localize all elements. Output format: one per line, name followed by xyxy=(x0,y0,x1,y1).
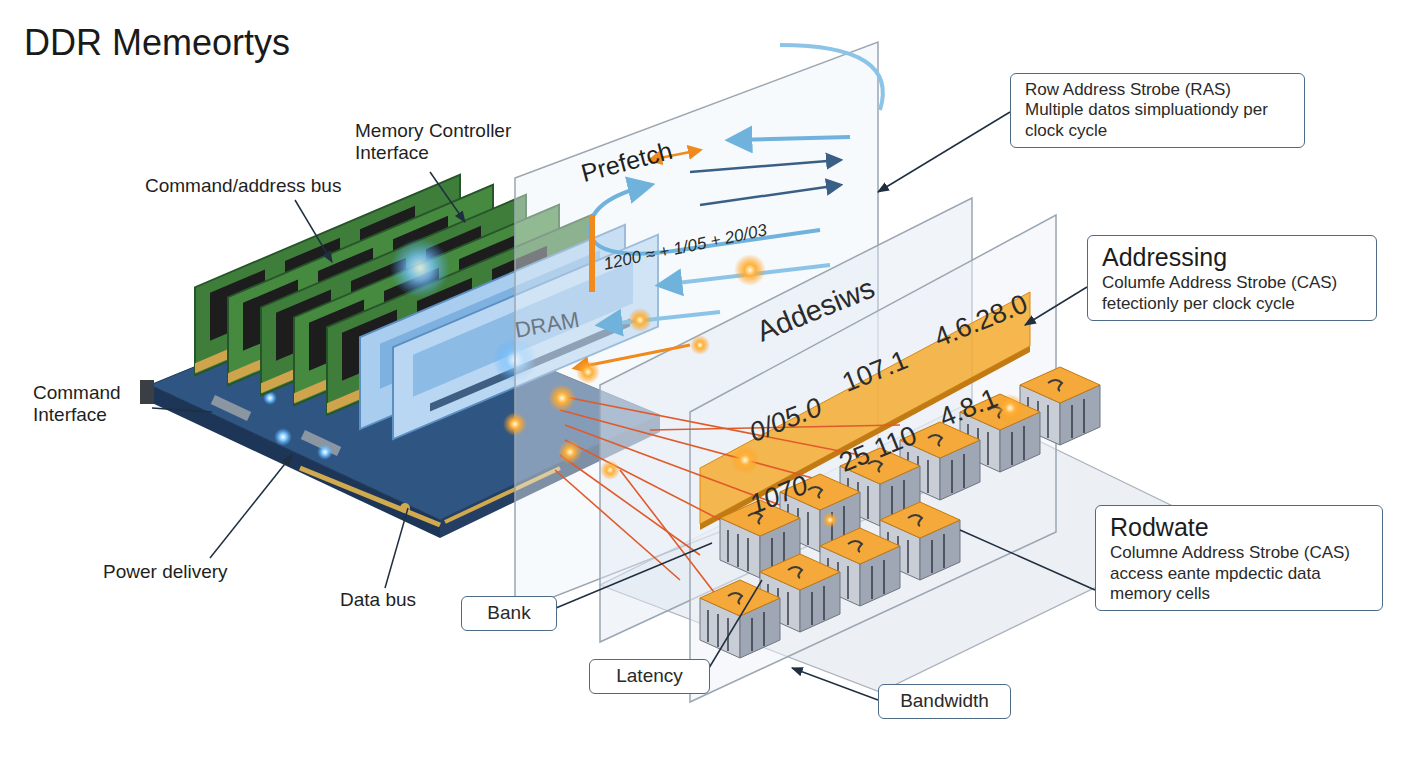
part-label: Command Interface xyxy=(33,382,151,426)
callout-box: RodwateColumne Address Strobe (CAS) acce… xyxy=(1095,505,1383,611)
callout-text: Multiple datos simpluationdy per clock c… xyxy=(1025,100,1290,141)
diagram-title: DDR Memeortys xyxy=(24,22,290,64)
part-label: Data bus xyxy=(340,589,416,611)
callout-box: Row Address Strobe (RAS)Multiple datos s… xyxy=(1010,73,1305,148)
term-box: Bandwidth xyxy=(878,684,1011,719)
callout-text: Bank xyxy=(470,601,548,626)
part-label: Memory Controller Interface xyxy=(355,120,540,164)
callout-text: Row Address Strobe (RAS) xyxy=(1025,80,1290,100)
callout-heading: Rodwate xyxy=(1110,512,1368,543)
callout-text: Latency xyxy=(598,664,701,689)
term-box: Bank xyxy=(461,596,557,631)
glass-panel xyxy=(690,215,1056,702)
part-label: Command/address bus xyxy=(145,175,341,197)
callout-text: Bandwidth xyxy=(887,689,1002,714)
dram-chips xyxy=(700,367,1100,658)
leader-lines xyxy=(152,112,1095,700)
callout-heading: Addressing xyxy=(1102,242,1362,273)
term-box: Latency xyxy=(589,659,710,694)
callout-text: Columne Address Strobe (CAS) access eant… xyxy=(1110,543,1368,604)
part-label: Power delivery xyxy=(103,561,228,583)
callout-text: Columfe Address Strobe (CAS) fetectionly… xyxy=(1102,273,1362,314)
signal-glows xyxy=(503,254,1024,528)
prefetch-arrows xyxy=(575,45,883,368)
callout-box: AddressingColumfe Address Strobe (CAS) f… xyxy=(1087,235,1377,321)
